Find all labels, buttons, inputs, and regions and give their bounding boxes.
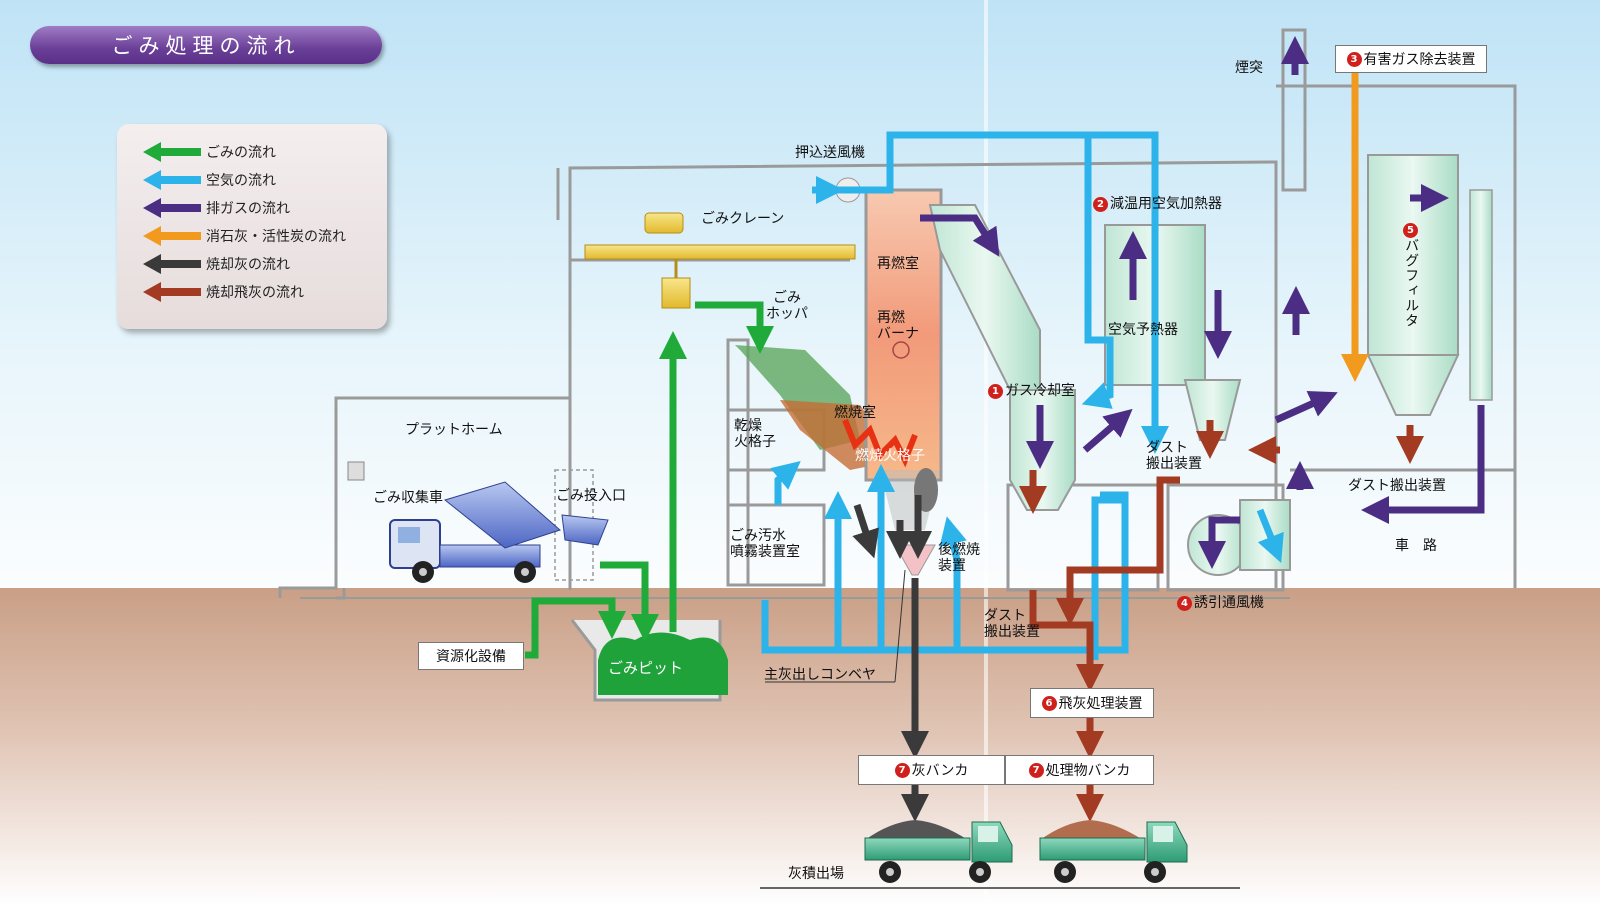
- black-arrow-icon: [143, 254, 201, 274]
- flame-icon: [842, 418, 918, 468]
- legend-label: 排ガスの流れ: [206, 201, 290, 217]
- ground-background: [0, 588, 1600, 906]
- legend-item-exhaust: 排ガスの流れ: [143, 197, 290, 219]
- burner-icon: [892, 341, 910, 359]
- number-badge: 5: [1403, 223, 1418, 238]
- number-badge: 7: [1028, 762, 1044, 778]
- gas-cooler-text: ガス冷却室: [1005, 383, 1075, 399]
- bag-filter-duct: [1469, 189, 1493, 401]
- ash-truck-icon: [864, 820, 1013, 883]
- number-badge: 7: [894, 762, 910, 778]
- purple-arrow-icon: [143, 198, 201, 218]
- ash-yard-label: 灰積出場: [788, 866, 844, 882]
- legend-label: ごみの流れ: [206, 145, 276, 161]
- reburn-burner-label: 再燃 バーナ: [877, 310, 919, 343]
- dust-hopper-2: [1183, 379, 1242, 441]
- legend: ごみの流れ 空気の流れ 排ガスの流れ 消石灰・活性炭の流れ 焼却灰の流れ 焼却飛…: [117, 124, 387, 329]
- air-heater-text: 減温用空気加熱器: [1110, 196, 1222, 212]
- post-combustion-label: 後燃焼 装置: [938, 542, 980, 575]
- exhaust-flow: [920, 36, 1485, 569]
- legend-item-ash: 焼却灰の流れ: [143, 253, 290, 275]
- bag-filter-hopper: [1366, 354, 1460, 416]
- crane-icon: [584, 212, 856, 309]
- dust-out-label-2: ダスト 搬出装置: [1146, 440, 1202, 473]
- hopper-label: ごみ ホッパ: [766, 290, 808, 323]
- recycling-label: 資源化設備: [418, 642, 524, 670]
- harmful-gas-text: 有害ガス除去装置: [1363, 52, 1476, 68]
- bag-filter-text: バグフィルタ: [1403, 238, 1420, 329]
- wastewater-room-label: ごみ汚水 噴霧装置室: [730, 528, 800, 561]
- combustion-grate-label: 燃焼火格子: [855, 448, 925, 464]
- road-label: 車 路: [1395, 538, 1437, 554]
- pit-label: ごみピット: [608, 659, 684, 677]
- platform-light: [347, 461, 365, 481]
- platform-label: プラットホーム: [405, 422, 503, 438]
- number-badge: 4: [1177, 596, 1192, 611]
- legend-label: 空気の流れ: [206, 173, 276, 189]
- page-title: ごみ処理の流れ: [30, 26, 382, 64]
- number-badge: 3: [1346, 51, 1362, 67]
- legend-item-garbage: ごみの流れ: [143, 141, 276, 163]
- collection-truck-icon: [389, 481, 609, 583]
- blue-arrow-icon: [143, 170, 201, 190]
- number-badge: 2: [1093, 197, 1108, 212]
- reburn-chamber-label: 再燃室: [877, 256, 919, 272]
- orange-arrow-icon: [143, 226, 201, 246]
- reburn-chamber: [864, 188, 943, 482]
- forced-fan-label: 押込送風機: [795, 145, 865, 161]
- dust-out-label-1: ダスト 搬出装置: [984, 608, 1040, 641]
- green-arrow-icon: [143, 142, 201, 162]
- conveyor-leader-2: [894, 569, 906, 683]
- crane-label: ごみクレーン: [701, 211, 785, 227]
- number-badge: 1: [988, 384, 1003, 399]
- dry-grate-label: 乾燥 火格子: [734, 418, 776, 451]
- legend-label: 焼却灰の流れ: [206, 257, 290, 273]
- legend-label: 焼却飛灰の流れ: [206, 285, 304, 301]
- dust-out-label-3: ダスト搬出装置: [1348, 478, 1446, 494]
- brown-arrow-icon: [143, 282, 201, 302]
- fly-ash-treatment-text: 飛灰処理装置: [1058, 696, 1143, 712]
- legend-item-fly-ash: 焼却飛灰の流れ: [143, 281, 304, 303]
- legend-label: 消石灰・活性炭の流れ: [206, 229, 346, 245]
- treated-bunker-text: 処理物バンカ: [1045, 763, 1131, 779]
- combustion-chamber-label: 燃焼室: [834, 405, 876, 421]
- treated-ash-truck-icon: [1039, 820, 1188, 883]
- number-badge: 6: [1041, 695, 1057, 711]
- chimney-label: 煙突: [1235, 60, 1263, 76]
- fly-ash-flow: [1019, 420, 1424, 822]
- collection-truck-label: ごみ収集車: [373, 490, 443, 506]
- legend-item-lime: 消石灰・活性炭の流れ: [143, 225, 346, 247]
- air-preheater-label: 空気予熱器: [1108, 322, 1178, 338]
- induced-fan-text: 誘引通風機: [1194, 595, 1264, 611]
- inlet-label: ごみ投入口: [556, 488, 626, 504]
- garbage-flow: [525, 301, 774, 659]
- garbage-pile: [598, 632, 728, 695]
- ash-flow: [852, 495, 932, 822]
- main-conveyor-label: 主灰出しコンベヤ: [764, 667, 876, 683]
- legend-item-air: 空気の流れ: [143, 169, 276, 191]
- air-flow: [761, 131, 1284, 660]
- ash-bunker-text: 灰バンカ: [911, 763, 969, 779]
